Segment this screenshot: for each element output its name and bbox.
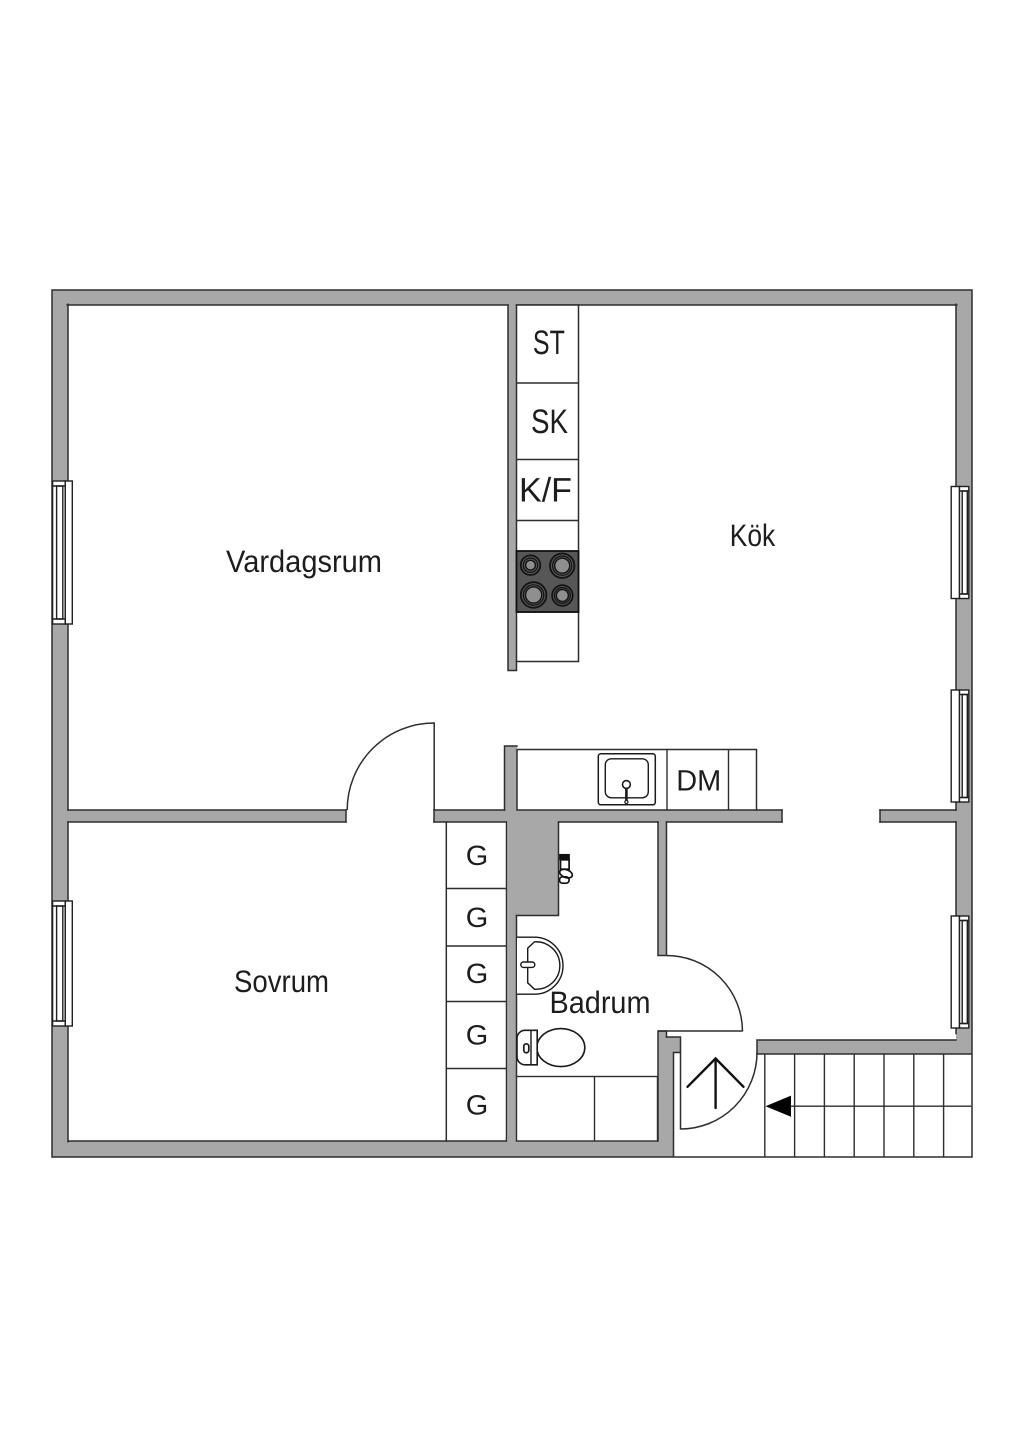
svg-text:Vardagsrum: Vardagsrum: [226, 544, 382, 579]
svg-text:Badrum: Badrum: [550, 985, 651, 1020]
svg-text:G: G: [466, 840, 489, 871]
svg-text:G: G: [466, 1089, 489, 1120]
svg-text:DM: DM: [676, 765, 721, 798]
svg-text:K/F: K/F: [519, 472, 572, 510]
svg-text:SK: SK: [531, 403, 568, 441]
svg-text:ST: ST: [533, 324, 565, 362]
svg-text:Sovrum: Sovrum: [234, 964, 329, 999]
svg-text:G: G: [466, 902, 489, 933]
svg-text:G: G: [466, 958, 489, 989]
svg-text:G: G: [466, 1020, 489, 1051]
svg-text:Kök: Kök: [730, 518, 776, 553]
